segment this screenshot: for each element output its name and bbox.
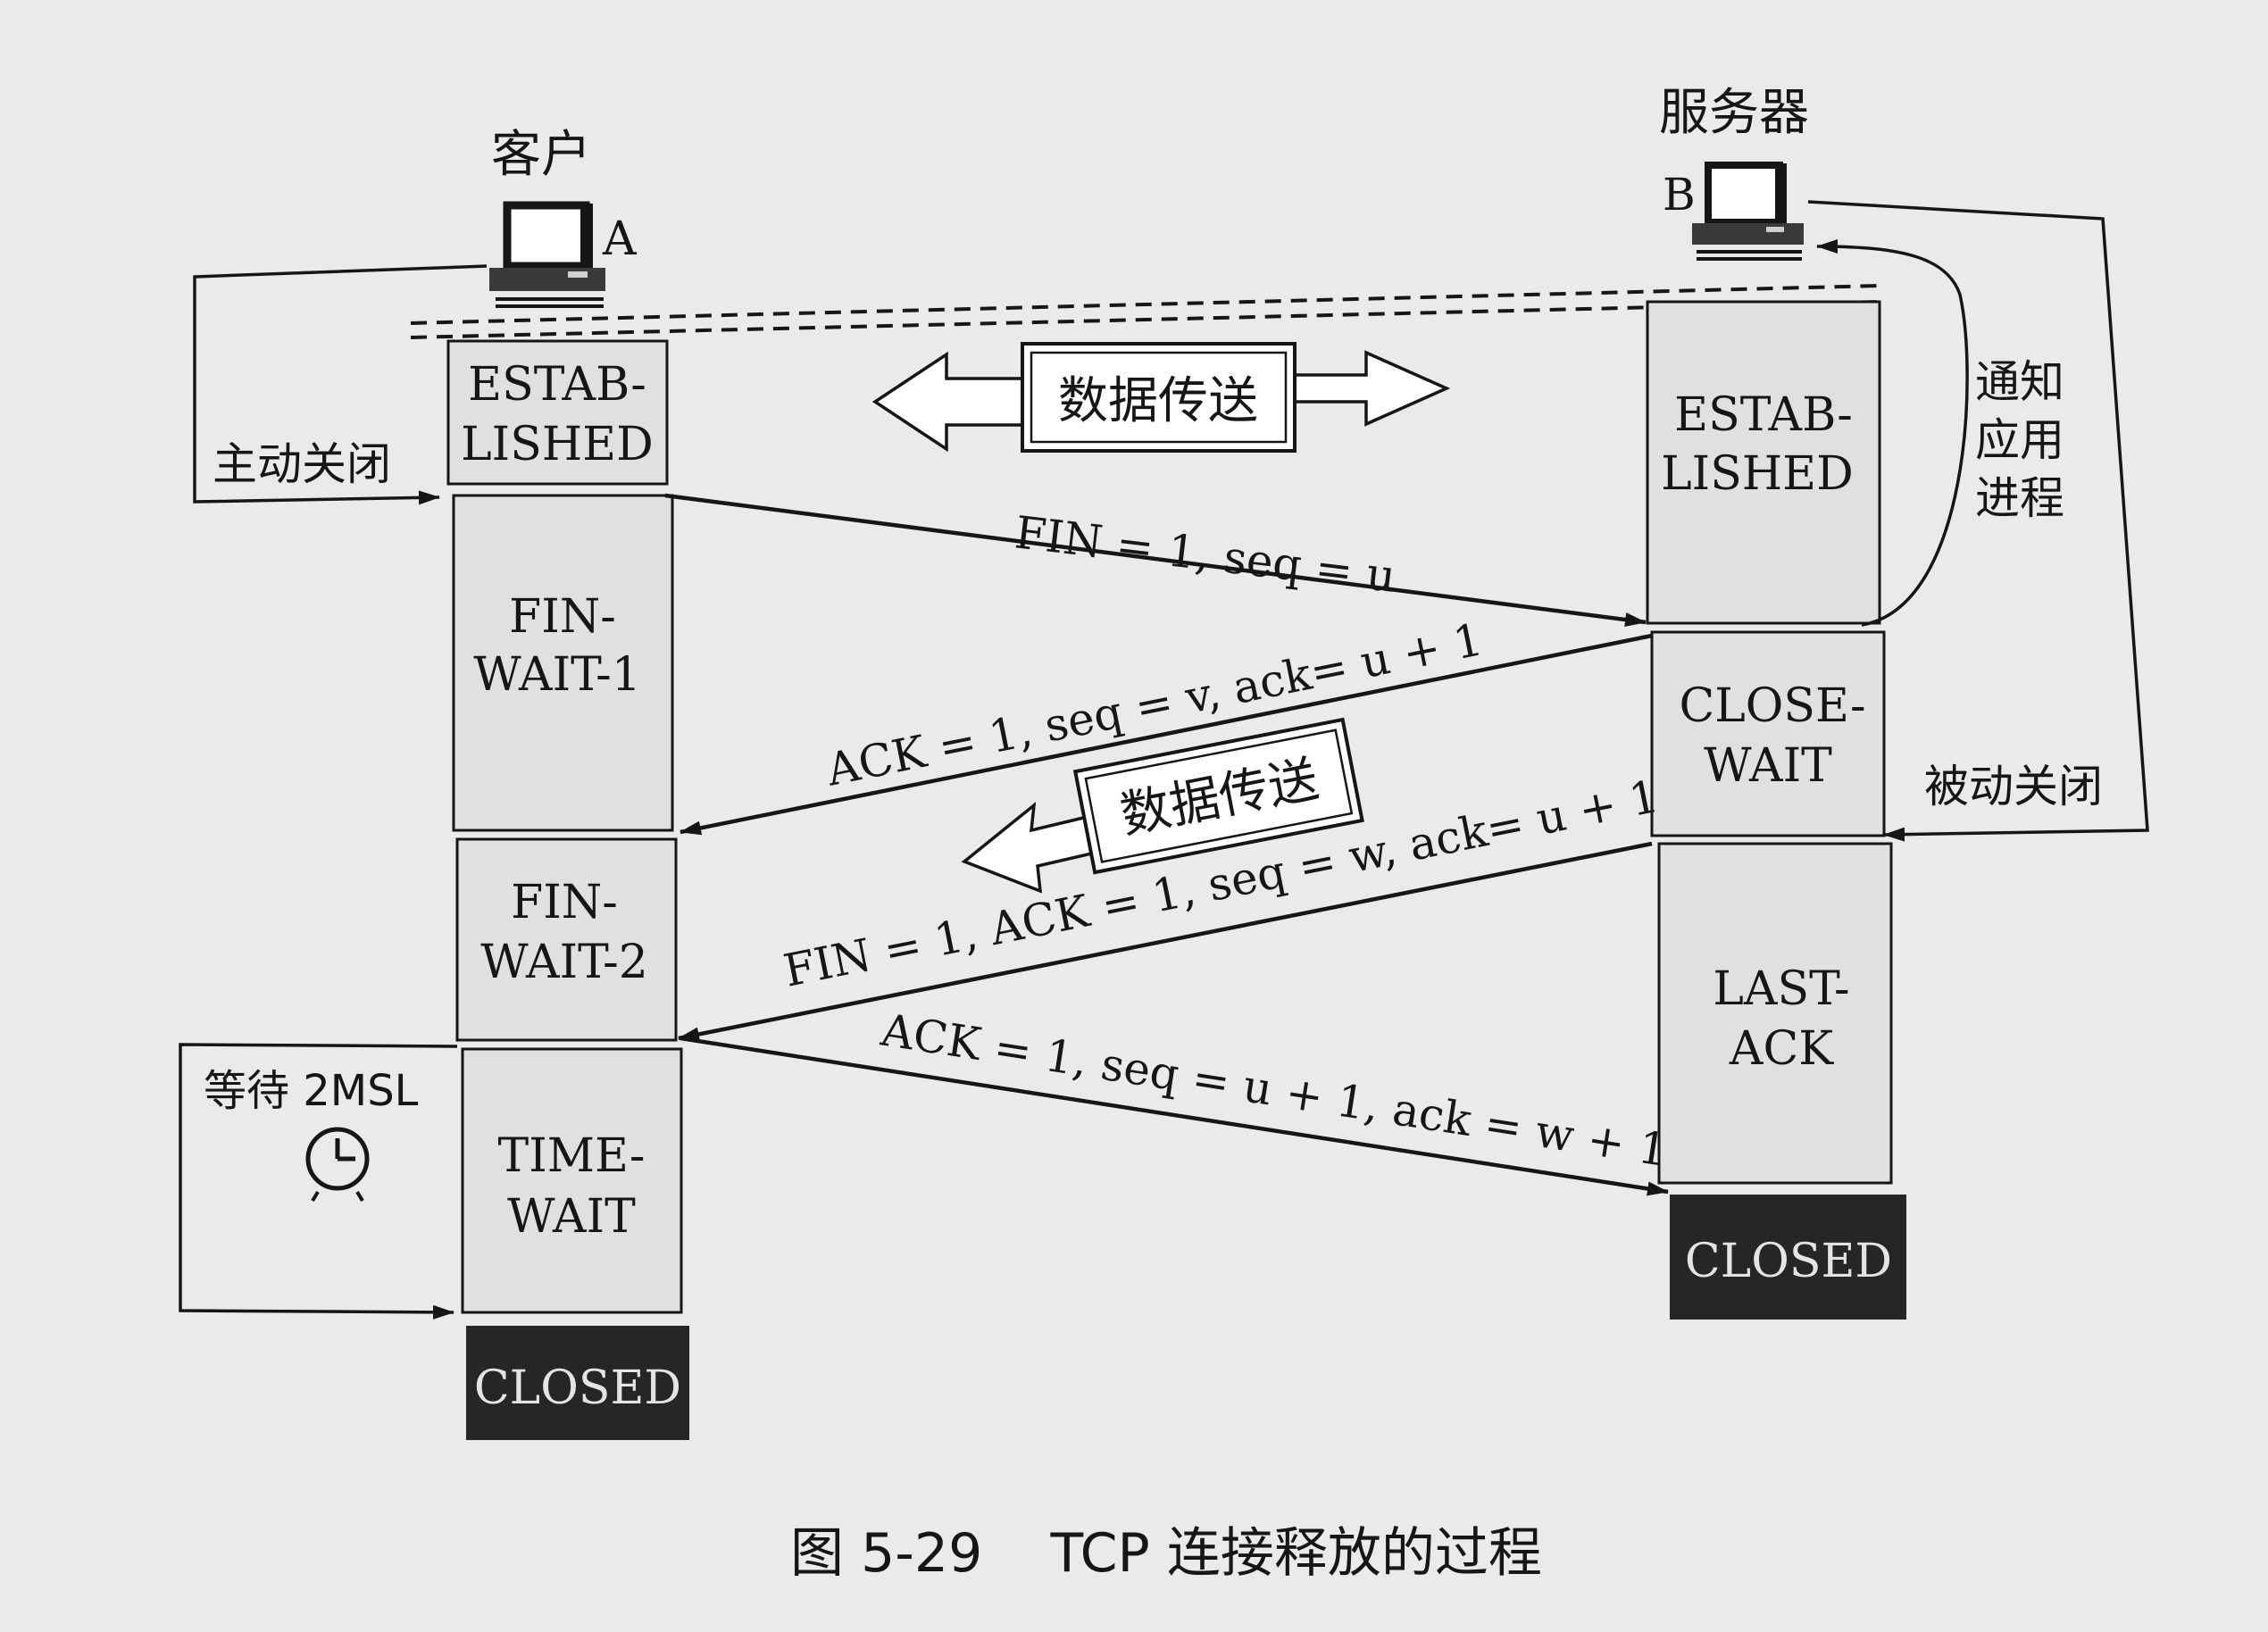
- data-transfer-indicator-1: 数据传送: [871, 342, 1451, 453]
- final-ack-message-label: ACK = 1, seq = u + 1, ack = w + 1: [877, 1003, 1671, 1177]
- computer-icon: [489, 201, 605, 308]
- server-letter: B: [1663, 169, 1696, 221]
- dashed-line-top: [410, 284, 1880, 325]
- clock-icon: [305, 1127, 370, 1203]
- active-close-bracket: [193, 264, 488, 505]
- active-close-label: 主动关闭: [213, 438, 391, 490]
- client-state-fin-wait-2: FIN- WAIT-2: [455, 837, 678, 1042]
- client-letter: A: [602, 212, 638, 266]
- wait-2msl-bracket: [179, 1043, 458, 1320]
- server-state-line: WAIT: [1704, 739, 1832, 793]
- double-arrow-icon: [871, 350, 1451, 453]
- fin-message-arrow: [664, 493, 1647, 627]
- client-state-established: ESTAB- LISHED: [446, 339, 669, 486]
- client-state-line: TIME-: [498, 1129, 646, 1183]
- server-state-line: LISHED: [1661, 447, 1854, 501]
- server-state-established: ESTAB- LISHED: [1646, 300, 1881, 625]
- server-state-line: CLOSED: [1685, 1235, 1892, 1288]
- client-state-line: ESTAB-: [468, 358, 646, 412]
- client-state-line: CLOSED: [474, 1361, 681, 1415]
- client-state-line: LISHED: [461, 418, 654, 471]
- server-title: 服务器: [1659, 84, 1809, 142]
- client-state-fin-wait-1: FIN- WAIT-1: [452, 494, 674, 832]
- passive-close-label: 被动关闭: [1924, 761, 2103, 812]
- dashed-line-bottom: [410, 300, 1880, 339]
- server-state-line: CLOSE-: [1679, 679, 1865, 733]
- server-state-last-ack: LAST- ACK: [1657, 842, 1893, 1185]
- client-state-line: FIN-: [509, 590, 616, 644]
- final-ack-message-arrow: [680, 1036, 1669, 1196]
- client-state-line: WAIT-2: [480, 936, 648, 989]
- fin-message-label: FIN = 1, seq = u: [1013, 506, 1398, 603]
- client-title: 客户: [491, 126, 591, 184]
- server-state-close-wait: CLOSE- WAIT: [1650, 630, 1886, 837]
- figure-caption: 图 5-29 TCP 连接释放的过程: [790, 1522, 1542, 1585]
- data-transfer-indicator-2: 数据传送: [961, 717, 1364, 894]
- passive-close-bracket: [1807, 200, 2149, 842]
- data-transfer-label: 数据传送: [1058, 372, 1258, 430]
- client-state-time-wait: TIME- WAIT: [461, 1047, 683, 1314]
- ack-message-arrow: [680, 633, 1653, 836]
- notify-label-line: 通知: [1975, 356, 2064, 408]
- client-state-line: WAIT-1: [473, 648, 641, 702]
- server-state-line: ACK: [1729, 1022, 1834, 1076]
- server-state-line: LAST-: [1713, 962, 1849, 1016]
- server-state-line: ESTAB-: [1674, 388, 1853, 442]
- client-state-closed: CLOSED: [466, 1326, 689, 1440]
- computer-icon: [1692, 162, 1804, 261]
- wait-2msl-label: 等待 2MSL: [204, 1066, 419, 1116]
- notify-app-curve: [1816, 239, 1969, 627]
- fin-ack-message-arrow: [678, 841, 1653, 1042]
- client-state-line: FIN-: [511, 876, 618, 929]
- client-state-line: WAIT: [507, 1190, 636, 1244]
- server-state-closed: CLOSED: [1670, 1195, 1906, 1320]
- notify-label-line: 进程: [1975, 472, 2064, 524]
- notify-label-line: 应用: [1975, 414, 2064, 466]
